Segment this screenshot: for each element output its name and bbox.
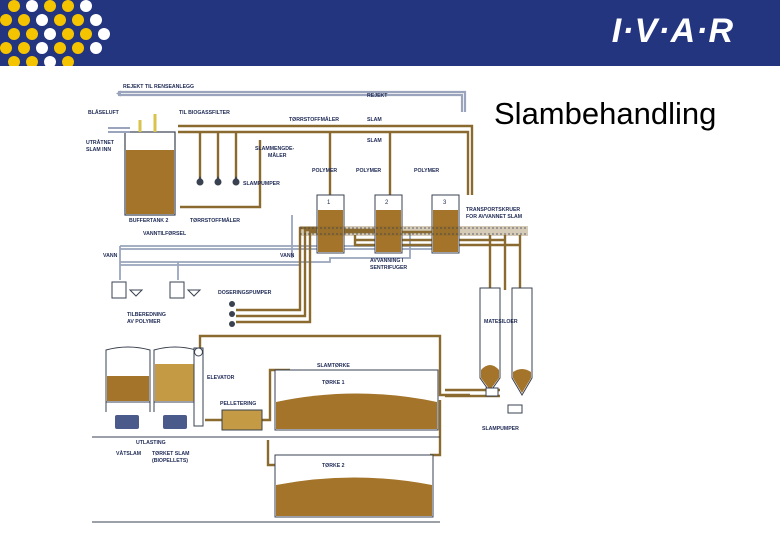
label-pelletizing: PELLETERING	[220, 401, 256, 407]
label-polymer-prep-2: AV POLYMER	[127, 319, 161, 325]
label-thickened-sludge-1: UTRÅTNET	[86, 139, 115, 146]
elevator	[193, 347, 204, 427]
label-polymer-2: POLYMER	[356, 168, 381, 174]
storage-silos	[105, 346, 197, 412]
label-reject-to-plant: REJEKT TIL RENSEANLEGG	[123, 84, 194, 90]
label-buffer-tank: BUFFERTANK 2	[129, 218, 168, 224]
logo-dot	[62, 56, 74, 66]
sludge-treatment-diagram: 1 2 3	[86, 84, 533, 523]
label-dewatering-2: SENTRIFUGER	[370, 265, 407, 271]
logo-dot	[44, 28, 56, 40]
label-water-supply: VANNTILFØRSEL	[143, 231, 187, 237]
label-blower-air: BLÅSELUFT	[88, 109, 120, 116]
header-banner: I·V·A·R	[0, 0, 780, 66]
polymer-prep-units	[111, 281, 202, 299]
centrifuge-1: 1	[316, 194, 345, 254]
centrifuge-3: 3	[431, 194, 460, 254]
label-dryer-1: TØRKE 1	[322, 380, 345, 386]
label-loading: UTLASTING	[136, 440, 166, 446]
label-reject: REJEKT	[367, 93, 388, 99]
label-dried-sludge-2: (BIOPELLETS)	[152, 458, 188, 464]
label-dryer-2: TØRKE 2	[322, 463, 345, 469]
buffer-tank	[108, 114, 176, 216]
transport-screws	[300, 226, 528, 236]
centrifuge-2: 2	[374, 194, 403, 254]
dosing-pumps	[229, 301, 235, 327]
logo-dot	[54, 42, 66, 54]
logo-dot	[36, 14, 48, 26]
label-dried-sludge-1: TØRKET SLAM	[152, 451, 189, 457]
logo-dot	[72, 42, 84, 54]
centrifuge-label-1: 1	[327, 200, 331, 206]
logo-dot	[98, 28, 110, 40]
logo-dot	[0, 42, 12, 54]
logo-dot	[8, 28, 20, 40]
logo-dot	[44, 56, 56, 66]
label-polymer-1: POLYMER	[312, 168, 337, 174]
label-sludge-1: SLAM	[367, 117, 382, 123]
label-polymer-prep-1: TILBEREDNING	[127, 312, 166, 318]
label-sludge-volume-meter-1: SLAMMENGDE-	[255, 146, 294, 152]
logo-dot	[18, 14, 30, 26]
loading-trucks	[115, 415, 187, 429]
dot-pattern-logo	[0, 0, 110, 66]
logo-dot	[62, 28, 74, 40]
dryer-2	[274, 454, 434, 518]
label-dry-matter-meter-top: TØRRSTOFFMÅLER	[289, 116, 339, 123]
sludge-pumps	[196, 176, 240, 186]
logo-dot	[54, 14, 66, 26]
label-wet-sludge: VÅTSLAM	[116, 450, 141, 457]
floor-lines	[92, 436, 440, 523]
reject-pipes	[116, 90, 467, 112]
logo-dot	[0, 14, 12, 26]
logo-dot	[8, 56, 20, 66]
label-dry-matter-meter-bottom: TØRRSTOFFMÅLER	[190, 217, 240, 224]
centrifuge-label-2: 2	[385, 200, 389, 206]
label-sludge-dryer: SLAMTØRKE	[317, 363, 350, 369]
logo-dot	[72, 14, 84, 26]
diagram-labels: REJEKT TIL RENSEANLEGG REJEKT BLÅSELUFT …	[86, 84, 522, 469]
label-to-biogas-filter: TIL BIOGASSFILTER	[179, 110, 230, 116]
label-polymer-3: POLYMER	[414, 168, 439, 174]
pelletizer	[221, 409, 263, 431]
label-transport-screws-2: FOR AVVANNET SLAM	[466, 214, 522, 220]
label-elevator: ELEVATOR	[207, 375, 235, 381]
logo-dot	[90, 14, 102, 26]
logo-dot	[26, 0, 38, 12]
centrifuge-label-3: 3	[443, 200, 447, 206]
label-water-right: VANN	[280, 253, 295, 259]
feed-silos	[479, 287, 533, 414]
label-sludge-pumps-bottom: SLAMPUMPER	[482, 426, 519, 432]
logo-dot	[26, 56, 38, 66]
logo-dot	[36, 42, 48, 54]
label-transport-screws-1: TRANSPORTSKRUER	[466, 207, 520, 213]
label-feed-silos: MATESILOER	[484, 319, 518, 325]
logo-dot	[26, 28, 38, 40]
label-water-left: VANN	[103, 253, 118, 259]
label-sludge-pumps: SLAMPUMPER	[243, 181, 280, 187]
label-dewatering-1: AVVANNING I	[370, 258, 404, 264]
logo-dot	[8, 0, 20, 12]
label-sludge-volume-meter-2: MÅLER	[268, 152, 287, 159]
logo-dot	[62, 0, 74, 12]
label-sludge-2: SLAM	[367, 138, 382, 144]
logo-dot	[18, 42, 30, 54]
label-thickened-sludge-2: SLAM INN	[86, 147, 111, 153]
logo-dot	[90, 42, 102, 54]
logo-dot	[80, 28, 92, 40]
slide-title: Slambehandling	[494, 96, 717, 131]
logo-dot	[44, 0, 56, 12]
label-dosing-pumps: DOSERINGSPUMPER	[218, 290, 272, 296]
dryer-1	[274, 369, 439, 431]
ivar-logo: I·V·A·R	[611, 12, 734, 50]
logo-dot	[80, 0, 92, 12]
